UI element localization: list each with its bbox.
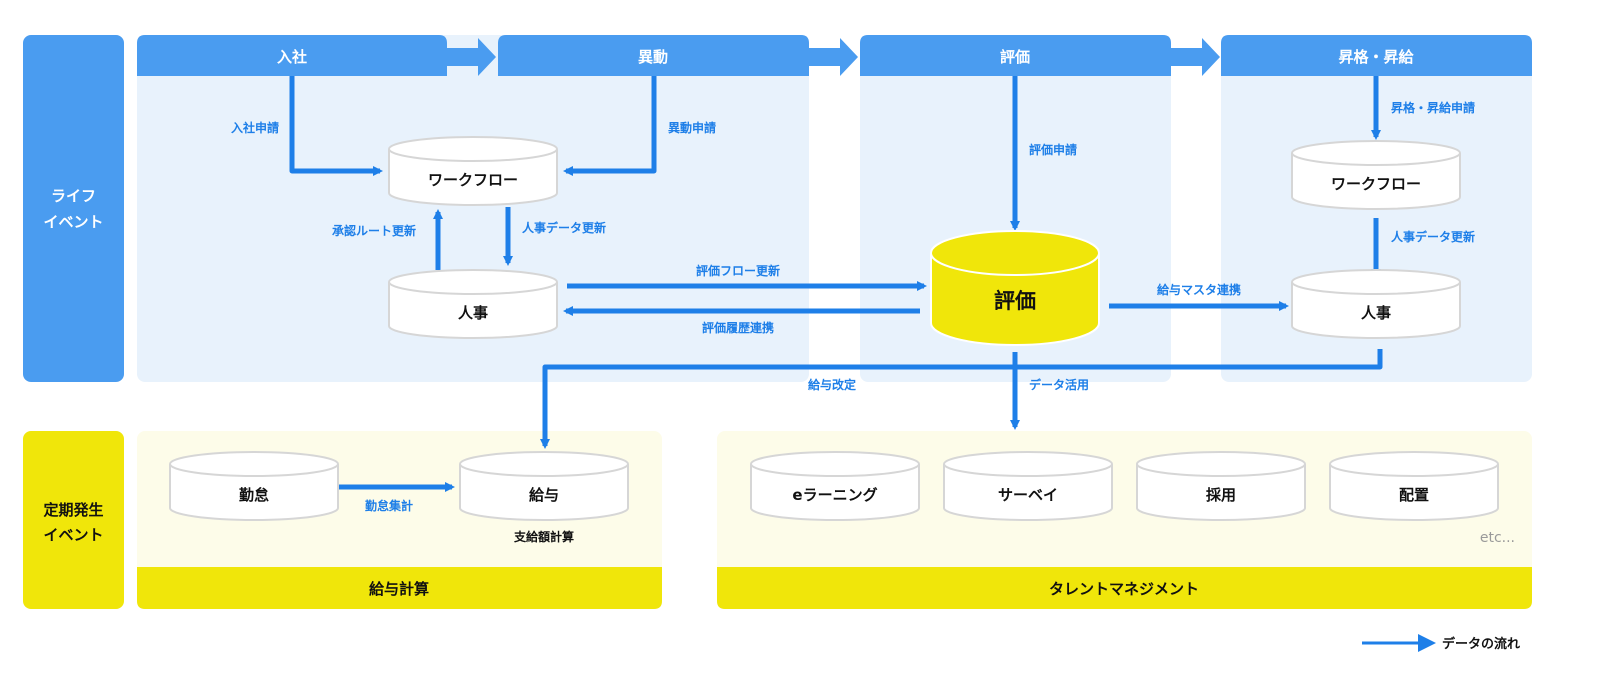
stage-header-shokaku: 昇格・昇給: [1221, 35, 1532, 76]
flow-label-jinji-data-right: 人事データ更新: [1391, 229, 1475, 244]
db-cylinder-top: [943, 451, 1113, 477]
db-cylinder-body: [943, 464, 1113, 521]
db-cylinder-body: [1291, 153, 1461, 210]
db-cylinder-top: [388, 136, 558, 162]
flow-label-hyoka-rireki: 評価履歴連携: [702, 320, 774, 335]
db-node-haichi: 配置: [1329, 451, 1499, 521]
db-cylinder-top: [169, 451, 339, 477]
flow-label-jinji-data-left: 人事データ更新: [522, 220, 606, 235]
flow-label-kyuyo-master: 給与マスタ連携: [1157, 282, 1241, 297]
db-node-label: サーベイ: [998, 486, 1058, 504]
band-label-payroll: 給与計算: [369, 580, 429, 598]
db-node-workflow-right: ワークフロー: [1291, 140, 1461, 210]
stage-arrow-icon: [447, 38, 496, 76]
stage-label-shokaku: 昇格・昇給: [1338, 48, 1414, 66]
db-cylinder-top: [750, 451, 920, 477]
legend: データの流れ: [1362, 634, 1520, 652]
db-cylinder-body: [930, 253, 1100, 346]
flow-label-hyoka-shinsei: 評価申請: [1029, 142, 1077, 157]
db-node-jinji-right: 人事: [1291, 269, 1461, 339]
stage-arrow-icon: [1171, 38, 1220, 76]
band-label-talent: タレントマネジメント: [1049, 580, 1199, 598]
db-cylinder-body: [1291, 282, 1461, 339]
db-node-label: 給与: [529, 486, 559, 504]
band-payroll: [137, 567, 662, 609]
db-node-label: 勤怠: [239, 486, 269, 504]
db-cylinder-top: [1291, 140, 1461, 166]
row-label-periodic-events: [23, 431, 124, 609]
db-node-label: eラーニング: [792, 486, 877, 504]
stage-label-hyoka: 評価: [1000, 48, 1030, 66]
db-cylinder-body: [1136, 464, 1306, 521]
stage-header-hyoka: 評価: [860, 35, 1171, 76]
panel-nyusha-ido: [137, 35, 809, 382]
db-node-survey: サーベイ: [943, 451, 1113, 521]
row-label-periodic-events-line1: 定期発生: [43, 501, 103, 519]
legend-label: データの流れ: [1442, 636, 1520, 652]
db-cylinder-top: [1136, 451, 1306, 477]
row-label-life-events: [23, 35, 124, 382]
stage-label-ido: 異動: [638, 48, 668, 66]
db-node-elearning: eラーニング: [750, 451, 920, 521]
stage-header-nyusha: 入社: [137, 35, 447, 76]
db-node-jinji-left: 人事: [388, 269, 558, 339]
db-node-label: 人事: [458, 304, 488, 322]
flow-label-nyusha-shinsei: 入社申請: [231, 120, 279, 135]
flow-label-shokaku-shinsei: 昇格・昇給申請: [1391, 100, 1475, 115]
db-cylinder-top: [459, 451, 629, 477]
db-node-label: 評価: [994, 289, 1036, 313]
flow-label-data-katsuyo: データ活用: [1029, 377, 1089, 392]
db-node-label: ワークフロー: [428, 171, 518, 189]
db-cylinder-top: [1291, 269, 1461, 295]
db-node-kintai: 勤怠: [169, 451, 339, 521]
row-label-periodic-events-line2: イベント: [43, 526, 103, 544]
flow-nyusha-to-workflow: [289, 76, 383, 176]
flow-label-hyoka-flow: 評価フロー更新: [696, 263, 780, 278]
db-cylinder-body: [459, 464, 629, 521]
db-node-workflow-left: ワークフロー: [388, 136, 558, 206]
flow-label-ido-shinsei: 異動申請: [668, 120, 716, 135]
flow-label-shonin-route: 承認ルート更新: [332, 223, 416, 238]
db-cylinder-body: [1329, 464, 1499, 521]
stage-label-nyusha: 入社: [277, 48, 307, 66]
row-label-life-events-line1: ライフ: [51, 187, 96, 205]
flow-kyuyo-kaitei: [540, 349, 1383, 449]
db-node-sublabel: 支給額計算: [513, 529, 574, 544]
db-node-label: 人事: [1361, 304, 1391, 322]
band-talent: [717, 567, 1532, 609]
db-node-saiyo: 採用: [1136, 451, 1306, 521]
db-node-label: 採用: [1206, 486, 1236, 504]
flow-label-kintai-shukei: 勤怠集計: [365, 498, 413, 513]
panel-talent: [717, 431, 1532, 609]
stage-header-ido: 異動: [498, 35, 809, 76]
db-cylinder-top: [1329, 451, 1499, 477]
db-node-label: 配置: [1399, 486, 1429, 504]
db-cylinder-body: [750, 464, 920, 521]
stage-arrow-icon: [809, 38, 858, 76]
db-cylinder-top: [930, 230, 1100, 276]
etc-label: etc...: [1480, 530, 1515, 546]
db-node-label: ワークフロー: [1331, 175, 1421, 193]
db-cylinder-body: [169, 464, 339, 521]
flow-ido-to-workflow: [563, 76, 657, 176]
db-node-hyoka-center: 評価: [930, 230, 1100, 346]
db-cylinder-top: [388, 269, 558, 295]
db-cylinder-body: [388, 149, 558, 206]
row-label-life-events-line2: イベント: [43, 213, 103, 231]
flow-label-kyuyo-kaitei: 給与改定: [808, 377, 856, 392]
db-cylinder-body: [388, 282, 558, 339]
